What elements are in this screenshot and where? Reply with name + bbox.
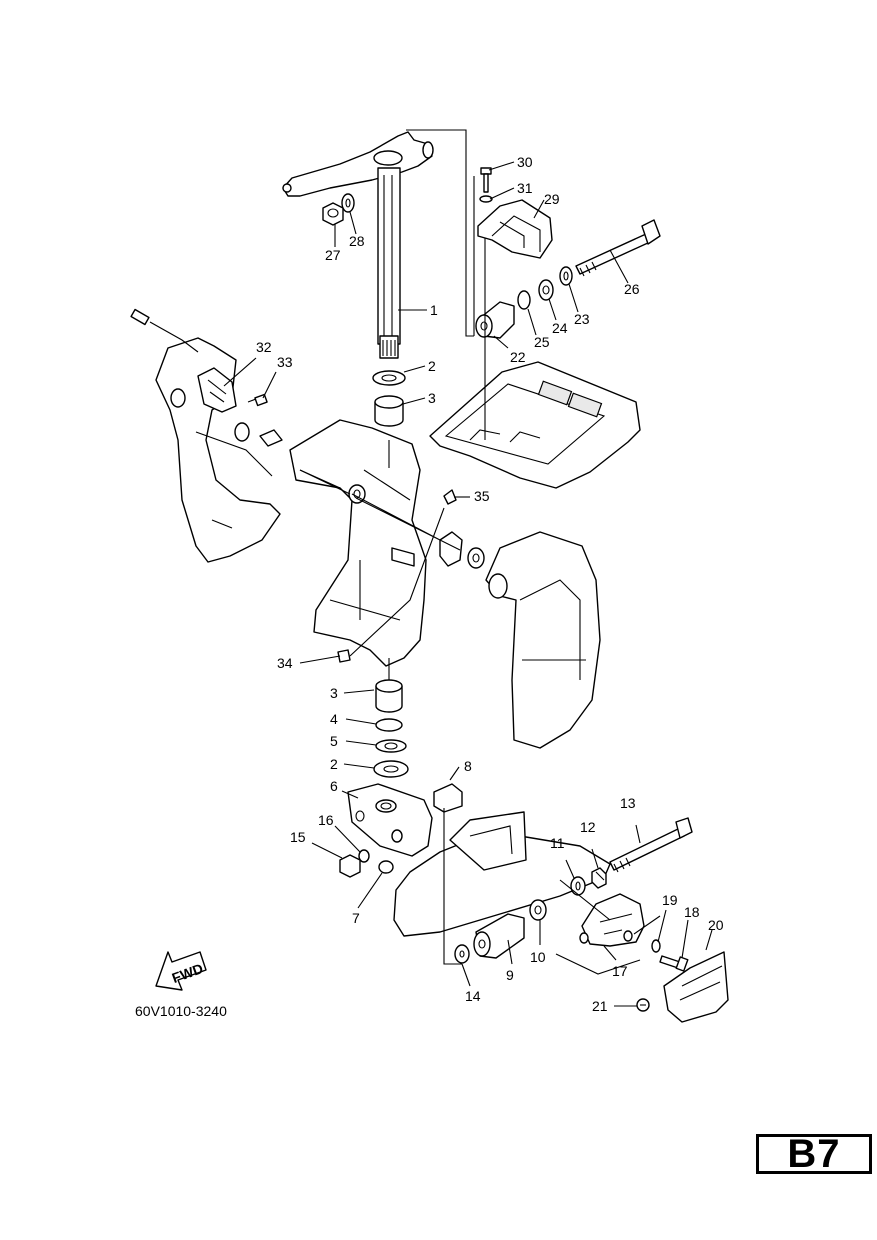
label-17: 17: [612, 963, 628, 979]
bracket-29: [477, 199, 553, 259]
label-33: 33: [277, 354, 293, 370]
grease-nipple-35: [443, 489, 457, 505]
washer-5: [375, 739, 407, 753]
label-10: 10: [530, 949, 546, 965]
mount-bracket-6: [347, 783, 433, 857]
grease-nipple-34: [337, 649, 351, 663]
label-30: 30: [517, 154, 533, 170]
label-13: 13: [620, 795, 636, 811]
bracket-17: [579, 893, 645, 947]
label-34: 34: [277, 655, 293, 671]
clamp-bracket-right: [467, 531, 601, 749]
washer-16: [358, 849, 370, 863]
label-29: 29: [544, 191, 560, 207]
label-16: 16: [318, 812, 334, 828]
label-3-lower: 3: [330, 685, 338, 701]
label-18: 18: [684, 904, 700, 920]
mount-plate: [429, 361, 641, 489]
bolt-13: [609, 817, 693, 873]
label-4: 4: [330, 711, 338, 727]
label-27: 27: [325, 247, 341, 263]
steering-shaft: [282, 131, 434, 359]
washer-11: [570, 876, 586, 896]
bushing-right: [439, 531, 463, 567]
label-7: 7: [352, 910, 360, 926]
label-14: 14: [465, 988, 481, 1004]
washer-2-upper: [372, 370, 406, 386]
swivel-bracket: [289, 419, 427, 667]
lower-case: [393, 811, 611, 937]
nut-15: [339, 854, 361, 878]
label-31: 31: [517, 180, 533, 196]
label-3-upper: 3: [428, 390, 436, 406]
label-5: 5: [330, 733, 338, 749]
label-8: 8: [464, 758, 472, 774]
clip-7: [378, 860, 394, 874]
washer-19: [651, 939, 661, 953]
washer-28: [341, 193, 355, 213]
washer-25: [517, 290, 531, 310]
label-28: 28: [349, 233, 365, 249]
bushing-3-lower: [375, 679, 403, 713]
label-9: 9: [506, 967, 514, 983]
trim-sensor-32: [130, 308, 237, 413]
fwd-arrow-icon: FWD: [155, 951, 207, 991]
label-35: 35: [474, 488, 490, 504]
section-badge: B7: [756, 1131, 872, 1176]
label-6: 6: [330, 778, 338, 794]
washer-2-lower: [373, 760, 409, 778]
label-22: 22: [510, 349, 526, 365]
washer-24: [538, 279, 554, 301]
washer-10: [529, 899, 547, 921]
label-25: 25: [534, 334, 550, 350]
label-24: 24: [552, 320, 568, 336]
clamp-bracket-left: [155, 337, 283, 563]
label-1: 1: [430, 302, 438, 318]
label-20: 20: [708, 917, 724, 933]
label-2-upper: 2: [428, 358, 436, 374]
label-2-lower: 2: [330, 756, 338, 772]
clip-8: [433, 783, 463, 813]
screw-33: [247, 393, 268, 407]
label-15: 15: [290, 829, 306, 845]
reference-lines: [299, 129, 661, 975]
nut-27: [322, 202, 344, 226]
part-labels: 1 2 3 27 28 30 31 29 26 23 24 25 22 32 3…: [256, 154, 724, 1014]
label-26: 26: [624, 281, 640, 297]
o-ring-4: [375, 718, 403, 732]
label-19: 19: [662, 892, 678, 908]
label-32: 32: [256, 339, 272, 355]
bushing-3-upper: [374, 395, 404, 427]
leader-lines: [223, 161, 713, 1007]
label-23: 23: [574, 311, 590, 327]
rubber-mount-9: [473, 913, 525, 959]
rubber-mount-22: [475, 301, 515, 339]
screw-21: [636, 998, 650, 1012]
section-label: B7: [787, 1131, 841, 1176]
label-12: 12: [580, 819, 596, 835]
bolt-26: [575, 219, 661, 277]
washer-23: [559, 266, 573, 286]
drawing-code: 60V1010-3240: [135, 1003, 227, 1019]
label-21: 21: [592, 998, 608, 1014]
bolt-18: [659, 955, 689, 972]
washer-31: [479, 195, 493, 203]
label-11: 11: [550, 835, 565, 851]
nut-12: [591, 867, 607, 889]
washer-14: [454, 944, 470, 964]
cover-20: [663, 951, 729, 1023]
bolt-30: [480, 167, 492, 193]
